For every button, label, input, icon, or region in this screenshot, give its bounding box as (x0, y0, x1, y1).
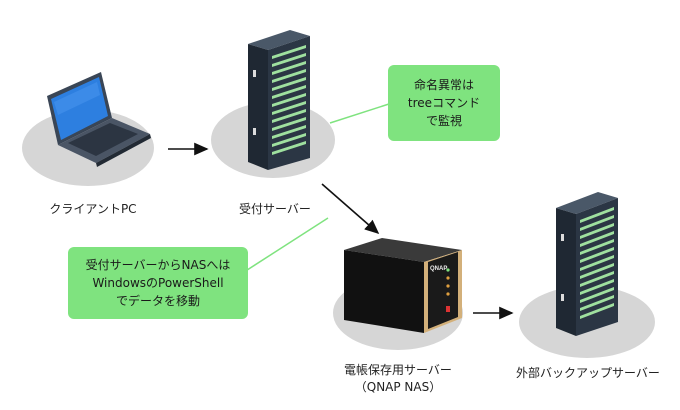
monitor-callout-line-3: で監視 (425, 114, 462, 128)
monitor-leader-line (329, 102, 393, 124)
backup-server-icon (556, 192, 618, 336)
transfer-callout-line-2: WindowsのPowerShell (92, 276, 224, 290)
qnap-nas-icon: QNAP (344, 238, 462, 333)
nas-server-label-line1: 電帳保存用サーバー (344, 363, 452, 377)
transfer-callout-line-1: 受付サーバーからNASへは (85, 258, 231, 272)
nas-server-label-line2: （QNAP NAS） (354, 380, 442, 394)
reception-server-icon (248, 30, 310, 170)
monitor-callout-line-1: 命名異常は (413, 78, 474, 92)
reception-server-label: 受付サーバー (239, 202, 311, 216)
monitor-callout-line-2: treeコマンド (407, 96, 481, 110)
backup-server-label: 外部バックアップサーバー (516, 366, 660, 380)
transfer-callout-line-3: でデータを移動 (115, 294, 200, 308)
transfer-leader-line (243, 217, 329, 273)
transfer-callout: 受付サーバーからNASへは WindowsのPowerShell でデータを移動 (68, 247, 248, 319)
client-pc-label: クライアントPC (49, 202, 137, 216)
arrow-reception-to-nas (321, 183, 380, 235)
laptop-icon (47, 72, 151, 167)
qnap-brand-text: QNAP (430, 266, 447, 272)
monitor-callout: 命名異常は treeコマンド で監視 (388, 65, 500, 141)
